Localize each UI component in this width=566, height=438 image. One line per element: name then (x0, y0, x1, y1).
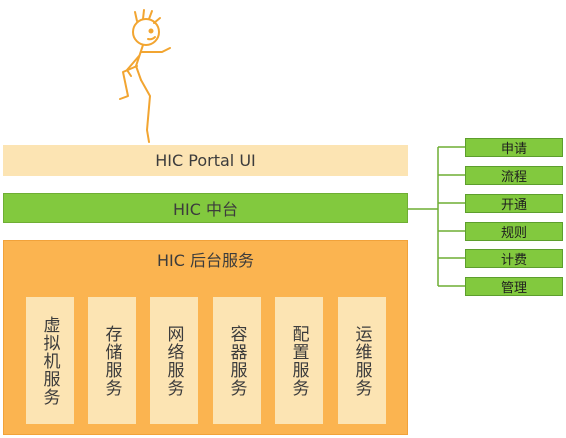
service-label: 容器服务 (226, 324, 247, 397)
middle-platform-label: HIC 中台 (172, 200, 238, 219)
function-label: 流程 (500, 170, 527, 185)
function-label: 计费 (500, 253, 527, 268)
service-label: 运维服务 (351, 324, 372, 397)
service-network: 网络服务 (150, 297, 198, 424)
portal-ui-label: HIC Portal UI (155, 151, 256, 170)
service-config: 配置服务 (275, 297, 323, 424)
function-billing: 计费 (465, 249, 563, 268)
service-label: 虚拟机服务 (39, 315, 60, 406)
service-label: 网络服务 (163, 324, 184, 397)
function-process: 流程 (465, 166, 563, 185)
function-label: 申请 (500, 142, 527, 157)
function-management: 管理 (465, 277, 563, 296)
function-label: 开通 (500, 198, 527, 213)
backend-services-label: HIC 后台服务 (156, 251, 254, 270)
service-label: 存储服务 (101, 324, 122, 397)
service-ops: 运维服务 (338, 297, 386, 424)
middle-platform-layer: HIC 中台 (3, 193, 408, 223)
service-vm: 虚拟机服务 (26, 297, 74, 424)
portal-ui-layer: HIC Portal UI (3, 145, 408, 176)
function-provision: 开通 (465, 194, 563, 213)
function-label: 管理 (500, 281, 527, 296)
function-apply: 申请 (465, 138, 563, 157)
service-label: 配置服务 (288, 324, 309, 397)
backend-services-layer: HIC 后台服务 虚拟机服务 存储服务 网络服务 容器服务 配置服务 运维服务 (3, 240, 408, 435)
function-rules: 规则 (465, 222, 563, 241)
function-label: 规则 (500, 226, 527, 241)
service-container: 容器服务 (213, 297, 261, 424)
runner-figure (119, 9, 171, 143)
connector-lines (408, 146, 465, 287)
service-storage: 存储服务 (88, 297, 136, 424)
